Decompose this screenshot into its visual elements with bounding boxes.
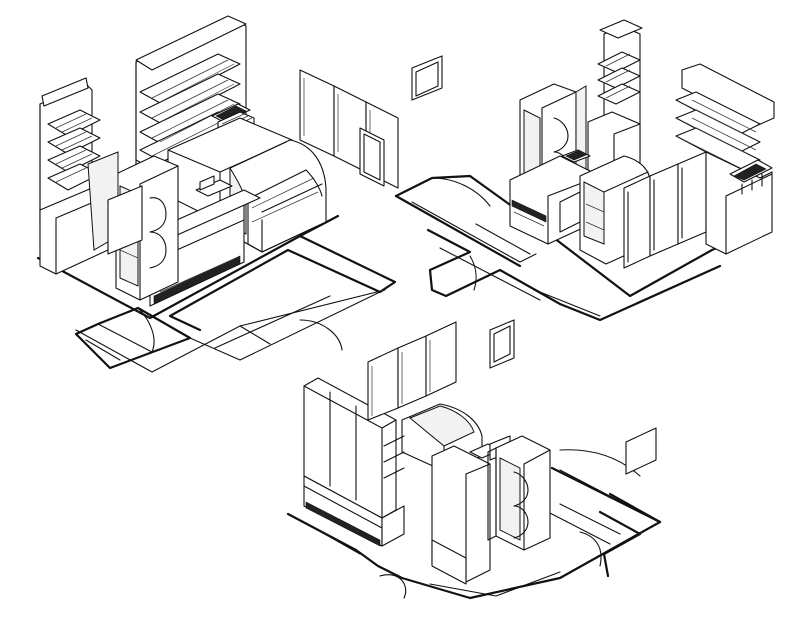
wall-shelving-unit: [675, 63, 775, 255]
service-counter: [509, 149, 601, 245]
upright-fridge: [487, 435, 551, 551]
floor-outline: [286, 449, 662, 600]
kiosk-view-bottom: [286, 319, 662, 600]
wall-panels: [367, 321, 457, 421]
wall-frame: [411, 55, 443, 101]
wall-panels: [299, 69, 399, 189]
curved-display-case: [229, 139, 327, 253]
wall-panels: [623, 151, 707, 269]
floor-outline: [36, 214, 397, 373]
tall-shelving-unit: [587, 19, 643, 183]
front-tall-cabinet: [431, 445, 491, 585]
shelving-unit-left: [39, 77, 109, 275]
wall-frame: [489, 319, 515, 369]
kiosk-view-left: [36, 15, 443, 373]
kiosk-view-right: [394, 19, 775, 322]
open-door-glass: [87, 151, 143, 255]
sign-panel: [625, 427, 657, 475]
